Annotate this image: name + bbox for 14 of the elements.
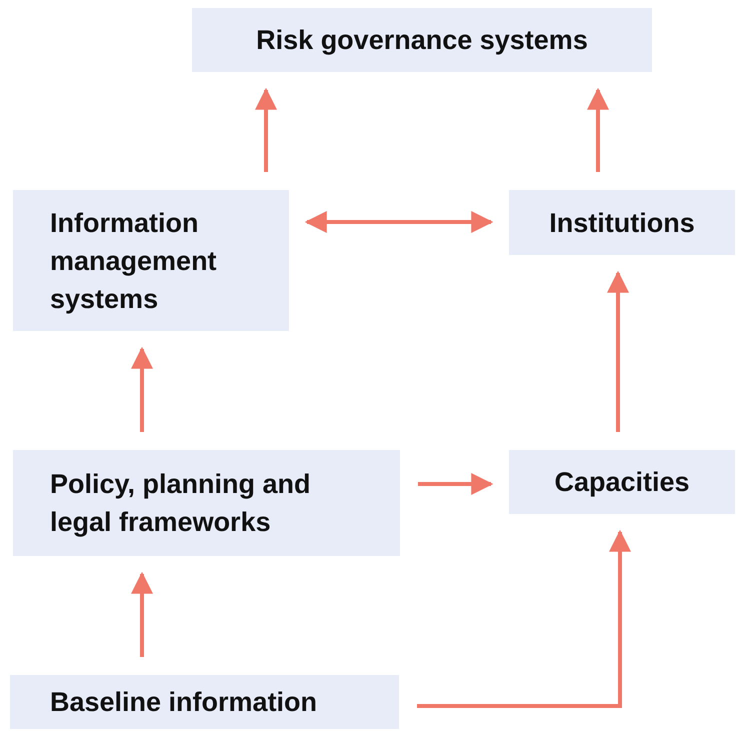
arrow	[417, 530, 631, 708]
box-label: Information management systems	[50, 206, 218, 316]
arrow	[418, 473, 494, 495]
arrow	[131, 572, 153, 657]
arrow	[607, 270, 629, 432]
arrow	[255, 88, 277, 172]
box-label: Institutions	[549, 206, 695, 240]
arrow	[587, 88, 609, 172]
arrow	[131, 346, 153, 432]
box-label: Baseline information	[50, 686, 318, 719]
arrow	[304, 211, 494, 233]
box-label: Risk governance systems	[256, 24, 588, 57]
box-label: Capacities	[554, 466, 690, 499]
box-label: Policy, planning and legal frameworks	[50, 468, 312, 539]
